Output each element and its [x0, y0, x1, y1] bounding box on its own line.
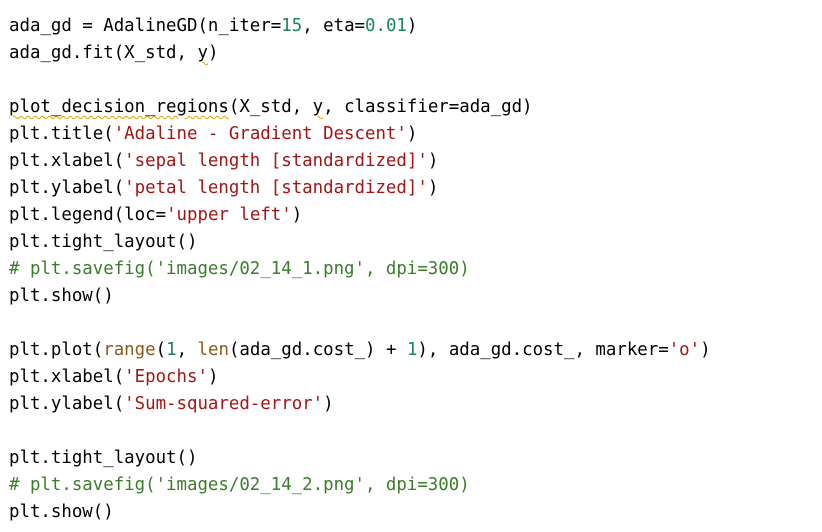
code-token: 0.01: [365, 16, 407, 36]
code-token: y: [197, 43, 208, 63]
code-token: plt.tight_layout(): [9, 232, 198, 252]
code-token: plt.legend(loc=: [9, 205, 167, 225]
code-token: len: [197, 340, 229, 360]
code-token: 'Epochs': [124, 367, 208, 387]
code-token: # plt.savefig('images/02_14_1.png', dpi=…: [9, 259, 470, 279]
code-token: 'petal length [standardized]': [124, 178, 428, 198]
code-line: plt.show(): [9, 283, 822, 310]
code-line: # plt.savefig('images/02_14_1.png', dpi=…: [9, 256, 822, 283]
code-token: plt.xlabel(: [9, 367, 125, 387]
code-token: 'upper left': [166, 205, 292, 225]
code-token: ): [427, 178, 439, 198]
code-token: plt.xlabel(: [9, 151, 125, 171]
code-editor[interactable]: ada_gd = AdalineGD(n_iter=15, eta=0.01)a…: [9, 13, 822, 526]
code-blank-line: [9, 310, 822, 337]
code-token: 15: [281, 16, 303, 36]
code-line: # plt.savefig('images/02_14_2.png', dpi=…: [9, 472, 822, 499]
code-line: plt.ylabel('Sum-squared-error'): [9, 391, 822, 418]
code-token: ada_gd = AdalineGD(n_iter=: [9, 16, 282, 36]
code-line: plt.ylabel('petal length [standardized]'…: [9, 175, 822, 202]
code-token: plt.plot(: [9, 340, 104, 360]
code-line: plot_decision_regions(X_std, y, classifi…: [9, 94, 822, 121]
code-token: ): [207, 367, 219, 387]
code-token: # plt.savefig('images/02_14_2.png', dpi=…: [9, 475, 470, 495]
code-token: ): [323, 394, 334, 414]
code-token: plt.show(): [9, 286, 114, 306]
code-token: 'sepal length [standardized]': [124, 151, 428, 171]
code-line: plt.xlabel('sepal length [standardized]'…: [9, 148, 822, 175]
code-line: plt.xlabel('Epochs'): [9, 364, 822, 391]
code-token: plt.ylabel(: [9, 394, 125, 414]
code-line: plt.tight_layout(): [9, 445, 822, 472]
code-token: 'o': [668, 340, 701, 360]
code-line: plt.plot(range(1, len(ada_gd.cost_) + 1)…: [9, 337, 822, 364]
code-token: 1: [166, 340, 177, 360]
code-token: 'Sum-squared-error': [124, 394, 324, 414]
code-token: ): [207, 43, 219, 63]
code-token: ): [700, 340, 711, 360]
code-token: ): [291, 205, 303, 225]
code-token: 'Adaline - Gradient Descent': [113, 124, 407, 144]
code-token: ): [427, 151, 439, 171]
code-line: plt.tight_layout(): [9, 229, 822, 256]
code-token: plt.title(: [9, 124, 114, 144]
code-token: plt.show(): [9, 502, 114, 522]
code-line: plt.show(): [9, 499, 822, 526]
code-line: ada_gd = AdalineGD(n_iter=15, eta=0.01): [9, 13, 822, 40]
code-line: ada_gd.fit(X_std, y): [9, 40, 822, 67]
code-token: ), ada_gd.cost_, marker=: [417, 340, 669, 360]
code-line: plt.legend(loc='upper left'): [9, 202, 822, 229]
code-token: (: [155, 340, 167, 360]
code-token: ): [406, 16, 418, 36]
code-token: ,: [176, 340, 198, 360]
code-token: , classifier=ada_gd): [323, 97, 533, 117]
code-token: range: [103, 340, 156, 360]
code-token: , eta=: [302, 16, 366, 36]
code-token: plt.tight_layout(): [9, 448, 198, 468]
code-token: plt.ylabel(: [9, 178, 125, 198]
code-blank-line: [9, 418, 822, 445]
code-token: ada_gd.fit(X_std,: [9, 43, 198, 63]
code-token: y: [312, 97, 324, 117]
code-token: (X_std,: [228, 97, 313, 117]
code-blank-line: [9, 67, 822, 94]
code-line: plt.title('Adaline - Gradient Descent'): [9, 121, 822, 148]
code-token: plot_decision_regions: [9, 97, 229, 117]
code-token: (ada_gd.cost_) +: [228, 340, 407, 360]
code-token: ): [406, 124, 418, 144]
code-token: 1: [406, 340, 418, 360]
